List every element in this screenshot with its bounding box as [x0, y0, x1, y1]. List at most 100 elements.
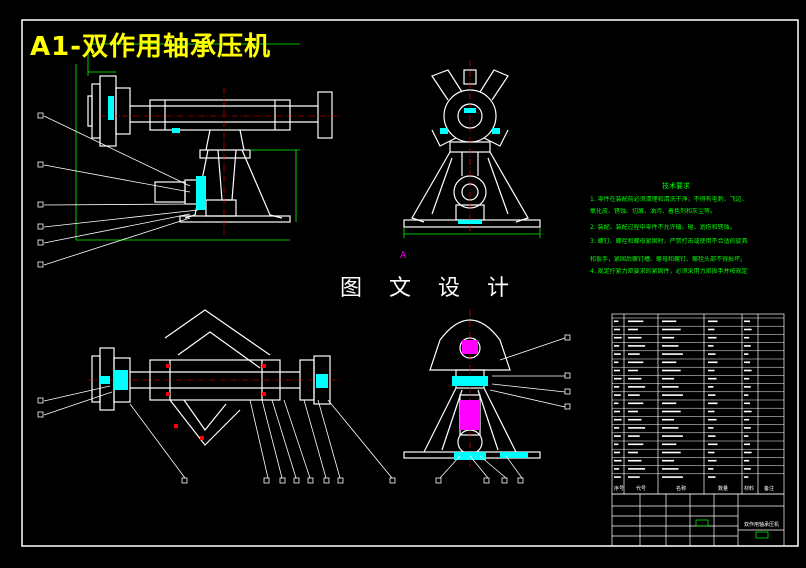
- parts-list-rows: [612, 317, 784, 475]
- parts-list-entry-mark: [744, 328, 752, 331]
- parts-list-entry-mark: [628, 361, 644, 364]
- parts-list-entry-mark: [628, 468, 646, 470]
- parts-list-entry-mark: [708, 328, 715, 331]
- parts-list-entry-mark: [662, 386, 679, 388]
- parts-list-entry-mark: [662, 459, 675, 462]
- center-marker: A: [400, 251, 407, 261]
- side-view-section: [440, 108, 500, 224]
- parts-list-entry-mark: [614, 468, 620, 470]
- parts-list-entry-mark: [662, 451, 681, 454]
- parts-list-entry-mark: [614, 328, 620, 331]
- parts-list-entry-mark: [614, 361, 619, 364]
- parts-list-entry-mark: [628, 476, 640, 478]
- parts-list-entry-mark: [662, 443, 677, 446]
- parts-list: [611, 313, 785, 495]
- parts-list-entry-mark: [628, 451, 638, 454]
- parts-list-entry-mark: [708, 369, 715, 372]
- tech-requirement-line: 和扳手，紧固后螺钉槽、螺母和螺钉、螺栓头部不得损坏。: [590, 256, 747, 263]
- parts-list-entry-mark: [628, 353, 640, 355]
- front-view: [87, 75, 340, 235]
- parts-list-entry-mark: [628, 402, 644, 405]
- parts-list-entry-mark: [744, 435, 749, 437]
- parts-list-entry-mark: [614, 377, 622, 380]
- parts-list-entry-mark: [744, 386, 751, 388]
- parts-list-entry-mark: [628, 386, 646, 388]
- title-block-header: 数量: [718, 486, 729, 492]
- parts-list-entry-mark: [614, 353, 621, 355]
- parts-list-entry-mark: [744, 320, 750, 323]
- parts-list-entry-mark: [614, 369, 620, 372]
- parts-list-entry-mark: [708, 443, 718, 446]
- parts-list-entry-mark: [744, 476, 749, 478]
- parts-list-entry-mark: [614, 336, 622, 339]
- title-block-drawing-name: 双作用轴承压机: [744, 522, 780, 528]
- parts-list-entry-mark: [614, 459, 622, 462]
- parts-list-entry-mark: [628, 435, 640, 437]
- parts-list-entry-mark: [744, 410, 752, 413]
- parts-list-entry-mark: [708, 418, 717, 421]
- parts-list-entry-mark: [662, 353, 683, 355]
- parts-list-entry-mark: [662, 336, 675, 339]
- parts-list-entry-mark: [708, 394, 716, 396]
- tech-requirement-line: 氧化皮、锈蚀、切屑、油污、着色剂和灰尘等。: [590, 208, 717, 215]
- parts-list-entry-mark: [628, 418, 642, 421]
- section-view-marks: [166, 364, 266, 440]
- parts-list-entry-mark: [744, 468, 751, 470]
- parts-list-entry-mark: [662, 435, 683, 437]
- parts-list-entry-mark: [662, 328, 681, 331]
- parts-list-entry-mark: [708, 427, 714, 429]
- title-block-header: 材料: [744, 486, 755, 492]
- parts-list-entry-mark: [662, 369, 681, 372]
- parts-list-entry-mark: [614, 418, 622, 421]
- parts-list-entry-mark: [628, 336, 642, 339]
- parts-list-entry-mark: [628, 394, 640, 396]
- parts-list-entry-mark: [744, 377, 750, 380]
- side-view-dims: [403, 228, 541, 238]
- parts-list-entry-mark: [614, 320, 619, 323]
- parts-list-entry-mark: [708, 386, 714, 388]
- parts-list-entry-mark: [614, 394, 621, 396]
- parts-list-entry-mark: [628, 459, 642, 462]
- parts-list-entry-mark: [708, 459, 717, 462]
- parts-list-entry-mark: [708, 435, 716, 437]
- side-view: [403, 60, 541, 236]
- parts-list-entry-mark: [614, 386, 620, 388]
- front-view-dims: [75, 43, 300, 241]
- parts-list-entry-mark: [708, 361, 718, 364]
- title-block-header: 代号: [636, 486, 647, 492]
- parts-list-entry-mark: [708, 410, 715, 413]
- tech-requirement-line: 1. 零件在装配前必须清理和清洗干净，不得有毛刺、飞边、: [590, 196, 748, 203]
- parts-list-entry-mark: [744, 427, 751, 429]
- parts-list-entry-mark: [744, 451, 752, 454]
- parts-list-entry-mark: [744, 402, 750, 405]
- parts-list-entry-mark: [662, 361, 677, 364]
- title-block: [611, 493, 785, 547]
- front-view-leaders: [37, 112, 199, 268]
- tech-requirement-line: 4. 规定拧紧力矩要求的紧固件，必须采用力矩扳手并按规定: [590, 268, 748, 275]
- title-block-header: 备注: [764, 486, 775, 492]
- parts-list-entry-mark: [708, 377, 717, 380]
- parts-list-entry-mark: [708, 336, 717, 339]
- parts-list-entry-mark: [708, 402, 718, 405]
- section-view-leaders: [37, 385, 396, 484]
- parts-list-entry-mark: [744, 369, 752, 372]
- bottom-side-view-leaders: [435, 334, 571, 484]
- parts-list-entry-mark: [628, 427, 646, 429]
- parts-list-entry-mark: [662, 377, 675, 380]
- parts-list-entry-mark: [628, 410, 638, 413]
- parts-list-entry-mark: [614, 451, 620, 454]
- parts-list-entry-mark: [708, 353, 716, 355]
- parts-list-entry-mark: [628, 369, 638, 372]
- parts-list-entries: [614, 320, 752, 478]
- parts-list-entry-mark: [708, 468, 714, 470]
- parts-list-entry-mark: [662, 410, 681, 413]
- parts-list-entry-mark: [708, 476, 716, 478]
- parts-list-entry-mark: [744, 459, 750, 462]
- parts-list-entry-mark: [662, 427, 679, 429]
- parts-list-entry-mark: [744, 394, 749, 396]
- parts-list-entry-mark: [614, 443, 619, 446]
- parts-list-entry-mark: [614, 402, 619, 405]
- parts-list-entry-mark: [614, 476, 621, 478]
- parts-list-entry-mark: [662, 394, 683, 396]
